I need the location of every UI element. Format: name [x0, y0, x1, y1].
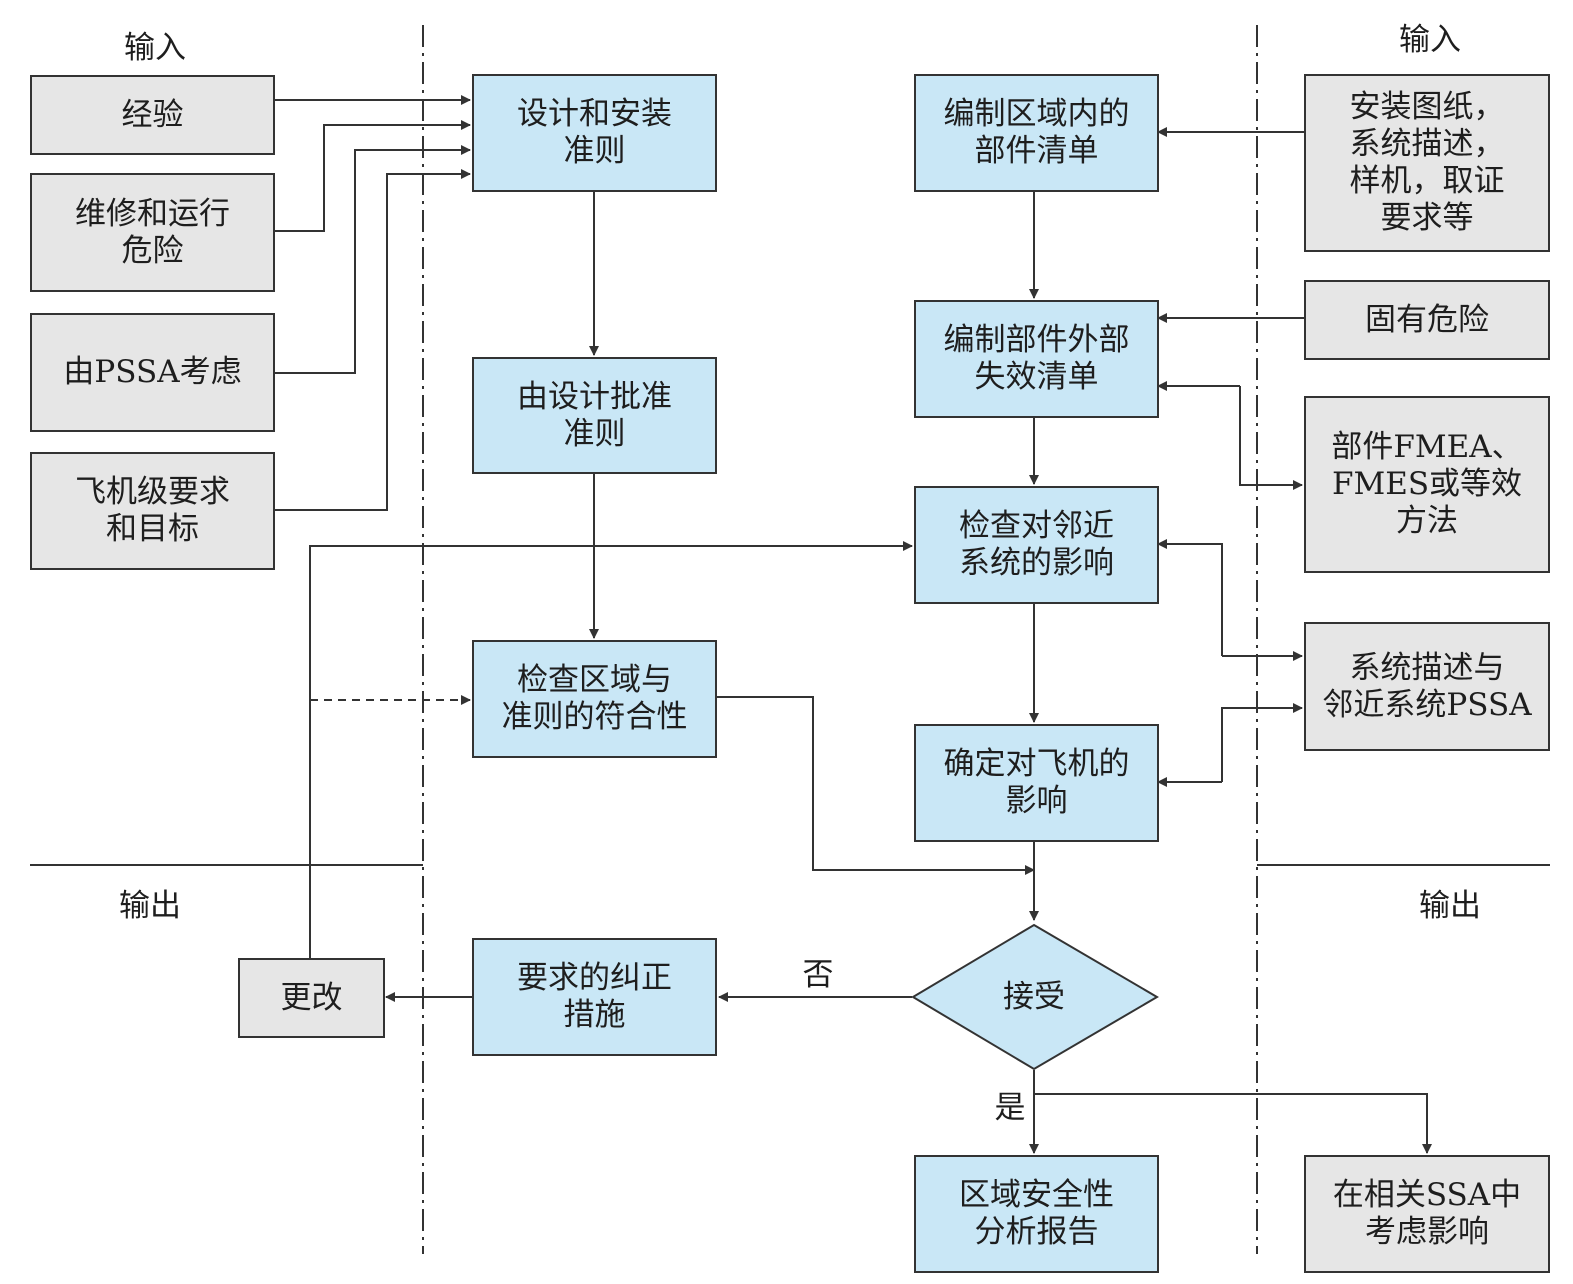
process-compile-parts-label: 编制区域内的 部件清单: [943, 96, 1130, 169]
input-pssa: 由PSSA考虑: [30, 313, 275, 432]
process-approved-criteria: 由设计批准 准则: [472, 357, 717, 474]
arrow-sysdesc-to-adjacent: [1157, 539, 1223, 656]
process-design-criteria-label: 设计和安装 准则: [517, 96, 672, 169]
process-approved-criteria-label: 由设计批准 准则: [517, 378, 672, 452]
input-drawings-label: 安装图纸， 系统描述， 样机，取证 要求等: [1349, 89, 1505, 236]
input-aircraft-requirements: 飞机级要求 和目标: [30, 452, 275, 570]
process-compile-parts: 编制区域内的 部件清单: [914, 74, 1159, 192]
arrow-hazards-to-criteria: [274, 120, 471, 232]
output-heading-right: 输出: [1419, 888, 1481, 924]
accept-decision-diamond: [911, 923, 1159, 1071]
process-zsa-report-label: 区域安全性 分析报告: [959, 1177, 1114, 1250]
input-pssa-label: 由PSSA考虑: [63, 354, 242, 390]
arrow-change-to-adjacent: [309, 541, 913, 958]
output-corrective-action-label: 要求的纠正 措施: [517, 960, 672, 1033]
input-inherent-hazards-label: 固有危险: [1365, 301, 1489, 338]
process-check-adjacent-label: 检查对邻近 系统的影响: [959, 508, 1114, 581]
decision-no-label: 否: [802, 957, 834, 993]
process-zsa-report: 区域安全性 分析报告: [914, 1155, 1159, 1273]
process-check-compliance: 检查区域与 准则的符合性: [472, 640, 717, 758]
output-ssa-label: 在相关SSA中 考虑影响: [1332, 1177, 1522, 1250]
input-inherent-hazards: 固有危险: [1304, 280, 1550, 360]
input-system-description-label: 系统描述与 邻近系统PSSA: [1322, 649, 1532, 723]
input-maintenance-hazards: 维修和运行 危险: [30, 173, 275, 292]
output-corrective-action: 要求的纠正 措施: [472, 938, 717, 1056]
process-determine-aircraft: 确定对飞机的 影响: [914, 724, 1159, 842]
process-compile-failures-label: 编制部件外部 失效清单: [943, 322, 1130, 395]
input-experience-label: 经验: [121, 96, 184, 133]
output-ssa: 在相关SSA中 考虑影响: [1304, 1155, 1550, 1273]
output-change: 更改: [238, 958, 385, 1038]
process-determine-aircraft-label: 确定对飞机的 影响: [943, 746, 1130, 819]
output-heading-left: 输出: [119, 888, 181, 924]
input-system-description: 系统描述与 邻近系统PSSA: [1304, 622, 1550, 751]
arrow-requirements-to-criteria: [274, 169, 471, 511]
accept-decision-label: 接受: [1003, 979, 1065, 1015]
process-design-criteria: 设计和安装 准则: [472, 74, 717, 192]
input-fmea: 部件FMEA、 FMES或等效 方法: [1304, 396, 1550, 573]
arrow-check-to-decision: [717, 696, 1035, 875]
input-aircraft-requirements-label: 飞机级要求 和目标: [75, 474, 230, 547]
process-compile-failures: 编制部件外部 失效清单: [914, 300, 1159, 418]
decision-yes-label: 是: [994, 1090, 1026, 1126]
input-drawings: 安装图纸， 系统描述， 样机，取证 要求等: [1304, 74, 1550, 252]
arrow-aircraft-to-sysdesc: [1221, 703, 1303, 782]
input-heading-right: 输入: [1399, 22, 1461, 58]
input-maintenance-hazards-label: 维修和运行 危险: [75, 195, 230, 269]
output-change-label: 更改: [280, 979, 343, 1016]
input-fmea-label: 部件FMEA、 FMES或等效 方法: [1331, 429, 1523, 539]
arrow-failures-to-fmea: [1239, 386, 1303, 490]
process-check-compliance-label: 检查区域与 准则的符合性: [501, 662, 688, 735]
arrow-pssa-to-criteria: [274, 145, 471, 374]
input-heading-left: 输入: [124, 30, 186, 66]
input-experience: 经验: [30, 75, 275, 155]
process-check-adjacent: 检查对邻近 系统的影响: [914, 486, 1159, 604]
arrow-decision-to-ssa: [1034, 1093, 1432, 1154]
